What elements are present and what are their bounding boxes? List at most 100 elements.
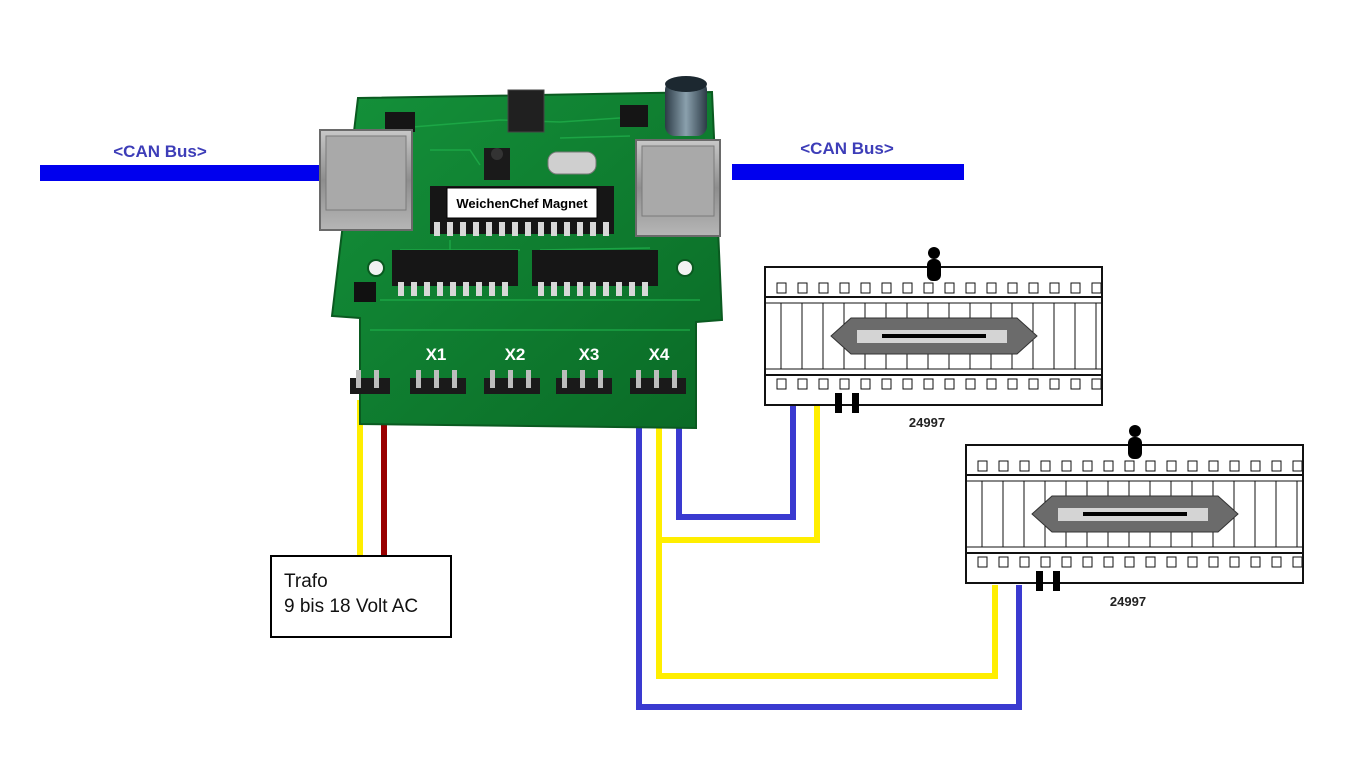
- wire-blue-turnout-1: [676, 395, 796, 520]
- sleeper-clip: [1103, 556, 1114, 568]
- sleeper-clip: [1049, 282, 1060, 294]
- can-bus-line-right: [732, 164, 964, 180]
- ic-pin: [434, 222, 440, 236]
- sleeper-clip: [902, 378, 913, 390]
- header-pin: [452, 370, 457, 388]
- drive-bar: [1083, 512, 1187, 516]
- drive-bar: [882, 334, 986, 338]
- turnout-2-id-label: 24997: [1110, 594, 1146, 609]
- sleeper-clip: [1007, 378, 1018, 390]
- ic-pin: [512, 222, 518, 236]
- ic-pin: [450, 282, 456, 296]
- sleeper-clip: [944, 282, 955, 294]
- sleeper-clip: [1208, 460, 1219, 472]
- sleeper-clip: [923, 378, 934, 390]
- sleeper-clip: [1229, 556, 1240, 568]
- ic-pin: [486, 222, 492, 236]
- ic-pin: [463, 282, 469, 296]
- header-pin: [490, 370, 495, 388]
- sleeper-clip: [1070, 378, 1081, 390]
- sleeper-clip: [1124, 556, 1135, 568]
- can-bus-label-left: <CAN Bus>: [113, 142, 207, 161]
- sleeper-clip: [1103, 460, 1114, 472]
- terminal-pin: [1036, 571, 1043, 591]
- sleeper-clip: [1007, 282, 1018, 294]
- ic-pin: [525, 222, 531, 236]
- header-pin: [598, 370, 603, 388]
- sleeper-clip: [944, 378, 955, 390]
- uln-driver-pins: [398, 282, 648, 296]
- ic-pin: [538, 282, 544, 296]
- ic-pin: [437, 282, 443, 296]
- sleeper-clip: [881, 378, 892, 390]
- terminal-pin: [835, 393, 842, 413]
- board-name-label: WeichenChef Magnet: [456, 196, 588, 211]
- rj45-jack-right-inner: [641, 145, 715, 217]
- sleeper-clip: [1229, 460, 1240, 472]
- smd-chip: [385, 112, 415, 132]
- terminal-pin: [1053, 571, 1060, 591]
- header-pin: [434, 370, 439, 388]
- turnout-drive-2: [965, 425, 1304, 591]
- ic-pin: [502, 282, 508, 296]
- sleeper-clip: [986, 378, 997, 390]
- header-pin: [580, 370, 585, 388]
- sleeper-clip: [1166, 556, 1177, 568]
- ic-pin: [460, 222, 466, 236]
- sleeper-clip: [1028, 378, 1039, 390]
- lever-knob: [928, 247, 940, 259]
- sleeper-clip: [1271, 460, 1282, 472]
- header-pin: [356, 370, 361, 388]
- sleeper-clip: [1292, 556, 1303, 568]
- sleeper-clip: [1019, 460, 1030, 472]
- header-pin: [526, 370, 531, 388]
- connector-label-x3: X3: [579, 345, 600, 364]
- sleeper-clip: [1187, 556, 1198, 568]
- sleeper-clip: [1250, 460, 1261, 472]
- sleeper-clip: [1166, 460, 1177, 472]
- wire-yellow-turnout-1: [656, 400, 820, 543]
- ic-pin: [411, 282, 417, 296]
- sleeper-clip: [1187, 460, 1198, 472]
- ic-pin: [473, 222, 479, 236]
- sleeper-clip: [1061, 460, 1072, 472]
- sleeper-clip: [965, 282, 976, 294]
- lever: [1128, 437, 1142, 459]
- ic-pin: [590, 222, 596, 236]
- ic-pin: [564, 222, 570, 236]
- sleeper-clip: [1070, 282, 1081, 294]
- sleeper-clip: [1091, 282, 1102, 294]
- sleeper-clip: [839, 378, 850, 390]
- sleeper-clip: [1061, 556, 1072, 568]
- ic-pin: [489, 282, 495, 296]
- sleeper-clip: [1082, 460, 1093, 472]
- terminal-pin: [852, 393, 859, 413]
- regulator-chip: [507, 89, 545, 133]
- sleeper-clip: [860, 378, 871, 390]
- wire-blue-turnout-2: [636, 395, 1022, 710]
- sleeper-clip: [998, 460, 1009, 472]
- ic-pin: [447, 222, 453, 236]
- ic-pin: [590, 282, 596, 296]
- sleeper-clip: [1292, 460, 1303, 472]
- ic-pin: [577, 222, 583, 236]
- trafo-frame: [270, 555, 452, 638]
- capacitor-top: [665, 76, 707, 92]
- ic-pin: [551, 282, 557, 296]
- small-header: [354, 282, 376, 302]
- sleeper-clip: [776, 378, 787, 390]
- sleeper-clip: [902, 282, 913, 294]
- sleeper-clip: [965, 378, 976, 390]
- sleeper-clip: [1082, 556, 1093, 568]
- ic-pin: [577, 282, 583, 296]
- lever: [927, 259, 941, 281]
- sleeper-clip: [1145, 556, 1156, 568]
- ic-pin: [424, 282, 430, 296]
- sleeper-clip: [839, 282, 850, 294]
- board-name-plate: [446, 187, 598, 219]
- trafo-label: Trafo: [284, 571, 328, 592]
- ic-pin: [616, 282, 622, 296]
- header-pin: [508, 370, 513, 388]
- ic-pin: [538, 222, 544, 236]
